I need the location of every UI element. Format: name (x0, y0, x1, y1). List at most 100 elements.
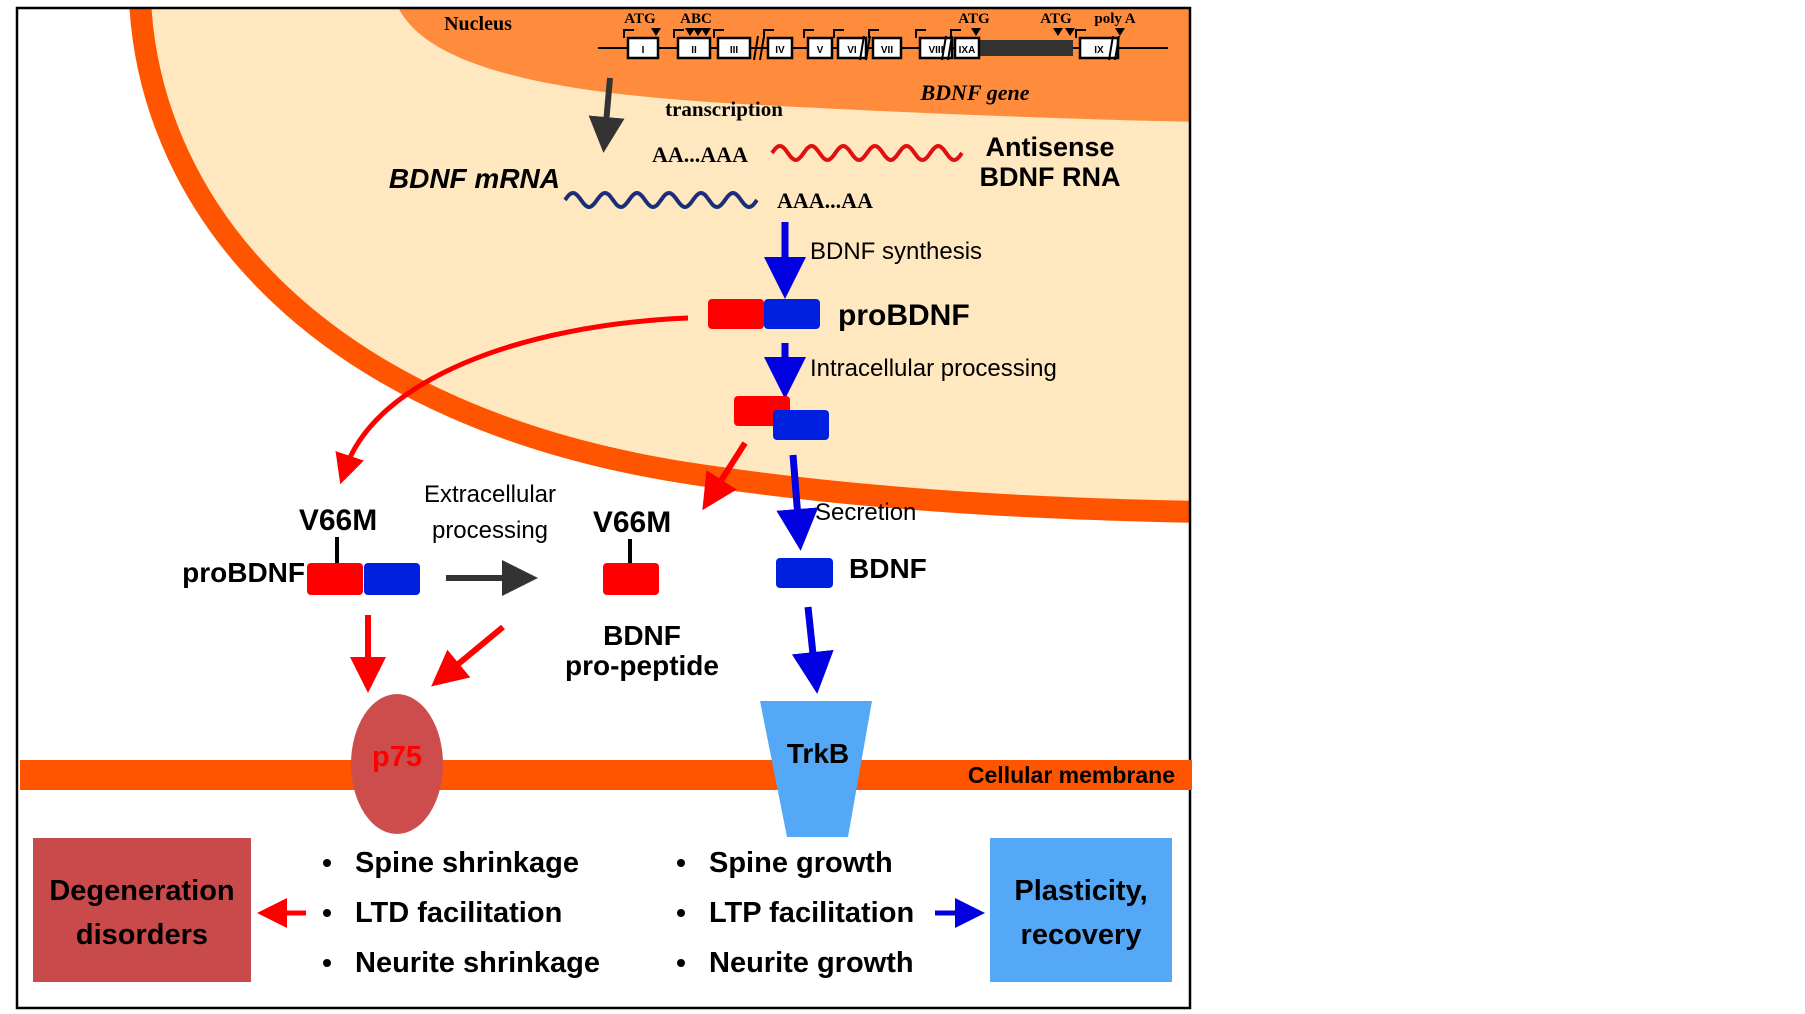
svg-text:I: I (642, 45, 645, 56)
plasma-membrane (20, 760, 1192, 790)
svg-text:IX: IX (1094, 45, 1104, 56)
site-marker (971, 28, 981, 36)
trkb-label: TrkB (787, 738, 849, 769)
v66m-left-label: V66M (299, 504, 377, 537)
p75-effect-item: Neurite shrinkage (355, 947, 600, 979)
gene-coding-region (975, 40, 1073, 56)
marker-poly-a: poly A (1094, 11, 1135, 27)
exon-ixa: IXA (950, 29, 981, 60)
site-marker (685, 28, 695, 36)
bdnf-to-trkb-arrow (791, 606, 834, 694)
synthesis-label: BDNF synthesis (810, 238, 982, 265)
secretion-label: Secretion (815, 499, 916, 526)
nucleus-label: Nucleus (444, 13, 512, 35)
marker-atg-3: ATG (1040, 11, 1072, 27)
degeneration-box (33, 838, 251, 982)
extracellular-processing-label-2: processing (432, 517, 548, 544)
cytoplasm (140, 8, 1190, 512)
p75-label: p75 (372, 741, 422, 773)
intracellular-label: Intracellular processing (810, 355, 1057, 382)
exon-v: V (803, 29, 834, 60)
p75-effect-item: Spine shrinkage (355, 847, 579, 879)
gene-break-mark (859, 35, 871, 61)
gene-break-mark (941, 35, 953, 61)
trkb-effect-item: Spine growth (709, 847, 893, 879)
propeptide-label-1: BDNF (603, 620, 681, 651)
plasticity-label-1: Plasticity, (1014, 875, 1147, 907)
cell-membrane-arc (129, 8, 1190, 523)
marker-atg-1: ATG (624, 11, 656, 27)
propeptide-box (603, 563, 659, 595)
mature-bdnf-box (776, 558, 833, 588)
exon-iv: IV (763, 29, 794, 60)
svg-text:IXA: IXA (959, 45, 976, 56)
gene-break-mark (753, 35, 765, 61)
bullet-icon (677, 859, 685, 867)
extracellular-probdnf-label: proBDNF (182, 557, 305, 588)
bullet-icon (323, 959, 331, 967)
svg-text:III: III (730, 45, 739, 56)
site-marker (651, 28, 661, 36)
bullet-icon (323, 909, 331, 917)
propeptide-release-arrow (702, 441, 748, 511)
degeneration-label-2: disorders (76, 919, 208, 951)
site-marker (1053, 28, 1063, 36)
p75-effect-item: LTD facilitation (355, 897, 562, 929)
svg-text:IV: IV (775, 45, 785, 56)
probdnf-mature-domain (764, 299, 820, 329)
degeneration-label-1: Degeneration (49, 875, 234, 907)
marker-abc: ABC (680, 11, 712, 27)
extracellular-processing-label-1: Extracellular (424, 481, 556, 508)
probdnf-label: proBDNF (838, 299, 970, 332)
plasticity-box (990, 838, 1172, 982)
site-marker (693, 28, 703, 36)
svg-text:VII: VII (881, 45, 893, 56)
marker-atg-2: ATG (958, 11, 990, 27)
gene-break-mark (1108, 35, 1120, 61)
bullet-icon (323, 859, 331, 867)
svg-text:II: II (691, 45, 697, 56)
trkb-effect-item: Neurite growth (709, 947, 914, 979)
figure-border (15, 6, 1192, 1010)
propeptide-to-p75-arrow (431, 624, 505, 687)
secretion-arrow (776, 454, 819, 551)
exon-vii: VII (868, 29, 903, 60)
svg-text:V: V (817, 45, 824, 56)
site-marker (1065, 28, 1075, 36)
mrna-label: BDNF mRNA (389, 163, 560, 194)
trkb-effect-item: LTP facilitation (709, 897, 914, 929)
bdnf-gene-label: BDNF gene (920, 80, 1030, 105)
antisense-label-2: BDNF RNA (980, 162, 1121, 192)
v66m-right-label: V66M (593, 506, 671, 539)
site-marker (701, 28, 711, 36)
probdnf-pro-domain (708, 299, 764, 329)
exon-ii: II (673, 29, 712, 60)
svg-text:VI: VI (847, 45, 857, 56)
exon-iii: III (713, 29, 752, 60)
p75-receptor (351, 694, 443, 834)
antisense-poly-a: AA...AAA (652, 142, 748, 167)
transcription-arrow (588, 77, 625, 153)
antisense-rna-wave (770, 143, 964, 163)
plasticity-label-2: recovery (1021, 919, 1142, 951)
mrna-poly-a-tail: AAA...AA (777, 188, 873, 213)
transcription-label: transcription (665, 97, 783, 121)
bullet-icon (677, 909, 685, 917)
processed-mature-domain (773, 410, 829, 440)
exon-i: I (623, 29, 660, 60)
mrna-wave (563, 190, 759, 210)
extracellular-mature-domain (364, 563, 420, 595)
trkb-receptor (760, 701, 872, 837)
exon-vi: VI (833, 29, 868, 60)
membrane-label: Cellular membrane (968, 762, 1175, 788)
extracellular-pro-domain (307, 563, 363, 595)
propeptide-label-2: pro-peptide (565, 650, 719, 681)
site-marker (1115, 28, 1125, 36)
nucleus-region (398, 8, 1190, 122)
svg-text:VIII: VIII (928, 45, 943, 56)
probdnf-release-arrow (335, 315, 689, 485)
